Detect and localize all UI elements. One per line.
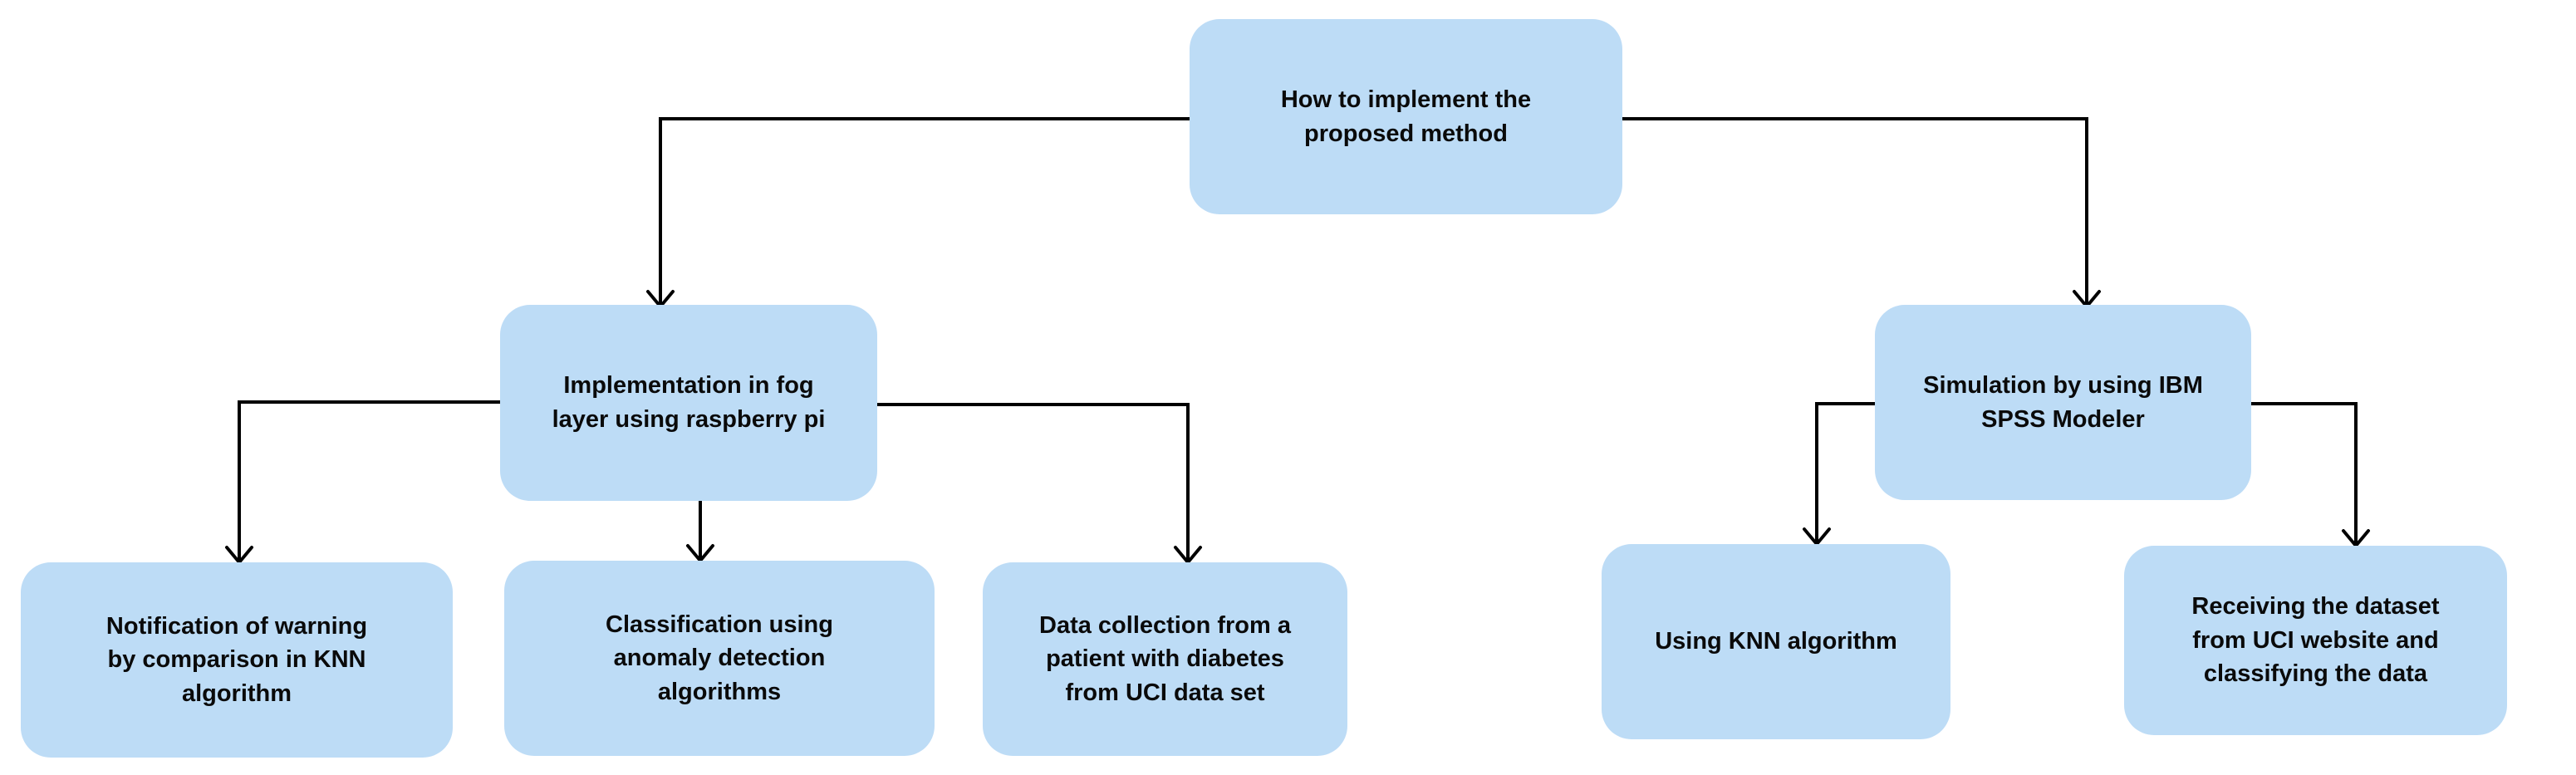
edge-root-to-spss-simulation — [1622, 117, 2101, 308]
node-fog-implementation: Implementation in fog layer using raspbe… — [500, 305, 877, 501]
node-receiving-dataset: Receiving the dataset from UCI website a… — [2124, 546, 2507, 735]
edge-line — [238, 400, 500, 560]
node-knn-warning-notification: Notification of warning by comparison in… — [21, 562, 453, 758]
edge-fog-to-anomaly-classification — [686, 501, 714, 562]
node-label: Receiving the dataset from UCI website a… — [2191, 593, 2440, 688]
node-label: How to implement the proposed method — [1280, 86, 1532, 147]
node-using-knn-algorithm: Using KNN algorithm — [1602, 544, 1950, 739]
arrowhead-down-icon — [225, 546, 253, 564]
arrowhead-down-icon — [1174, 546, 1202, 564]
node-label: Data collection from a patient with diab… — [1039, 611, 1291, 706]
edge-fog-to-knn-warning — [225, 400, 500, 564]
node-spss-simulation: Simulation by using IBM SPSS Modeler — [1875, 305, 2251, 500]
node-uci-data-collection: Data collection from a patient with diab… — [983, 562, 1347, 756]
node-anomaly-classification: Classification using anomaly detection a… — [504, 561, 935, 756]
node-label: Notification of warning by comparison in… — [105, 612, 368, 707]
node-label: Simulation by using IBM SPSS Modeler — [1923, 371, 2203, 433]
node-label: Implementation in fog layer using raspbe… — [552, 372, 826, 433]
node-label: Using KNN algorithm — [1655, 628, 1897, 655]
edge-line — [1622, 117, 2088, 304]
arrowhead-down-icon — [686, 544, 714, 562]
edge-fog-to-uci-data-collection — [877, 403, 1202, 564]
edge-spss-to-receiving-dataset — [2251, 402, 2370, 547]
node-how-to-implement-root: How to implement the proposed method — [1190, 19, 1622, 214]
edge-line — [877, 403, 1190, 560]
edge-line — [1815, 402, 1875, 542]
edge-line — [659, 117, 1190, 304]
node-label: Classification using anomaly detection a… — [606, 611, 833, 705]
edge-line — [2251, 402, 2358, 543]
edge-spss-to-using-knn — [1803, 402, 1875, 546]
arrowhead-down-icon — [1803, 527, 1831, 546]
arrowhead-down-icon — [2342, 529, 2370, 547]
edge-root-to-fog-implementation — [646, 117, 1190, 308]
